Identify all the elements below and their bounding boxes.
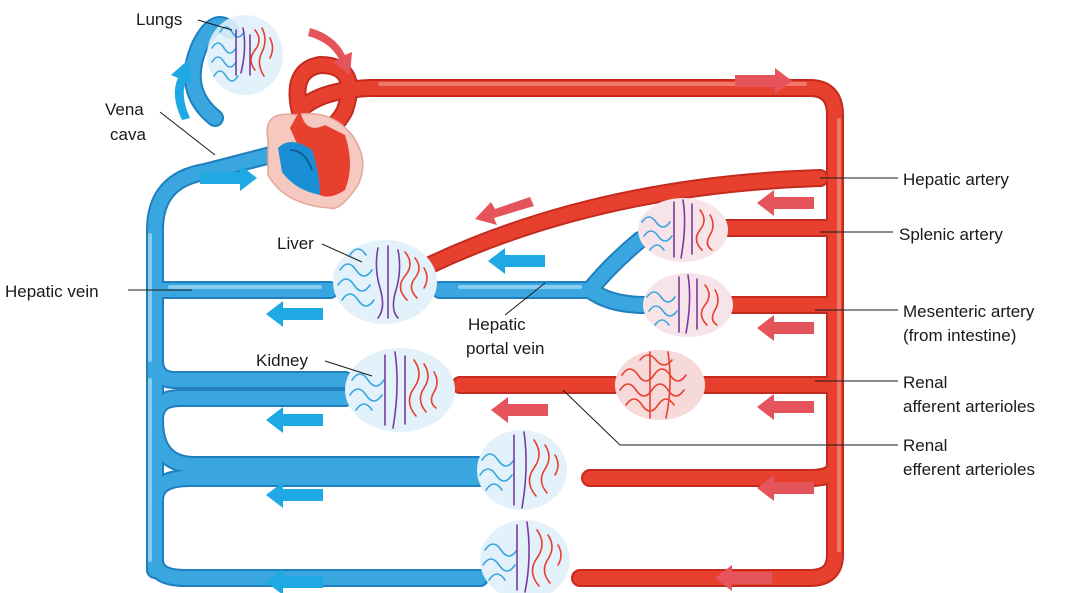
flow-arrow-icon (715, 565, 772, 591)
label-hepatic-artery: Hepatic artery (903, 170, 1009, 189)
label-vena-cava-line2: cava (110, 125, 146, 144)
flow-arrow-icon (266, 407, 323, 433)
intestine-capillary-bed (643, 273, 733, 337)
label-mesenteric-line1: Mesenteric artery (903, 302, 1035, 321)
flow-arrow-icon (488, 248, 545, 274)
capillary-beds (207, 15, 733, 593)
flow-arrow-icon (757, 315, 814, 341)
flow-arrow-icon (266, 301, 323, 327)
label-vena-cava-line1: Vena (105, 100, 144, 119)
flow-arrow-icon (491, 397, 548, 423)
label-renal-aff-line2: afferent arterioles (903, 397, 1035, 416)
liver-capillary-bed (333, 240, 437, 324)
label-renal-eff-line2: efferent arterioles (903, 460, 1035, 479)
label-liver: Liver (277, 234, 314, 253)
label-hepatic-vein: Hepatic vein (5, 282, 99, 301)
kidney-capillary-bed (345, 348, 455, 432)
label-hepatic-portal-line1: Hepatic (468, 315, 526, 334)
tubule-capillary-bed (477, 430, 567, 510)
label-renal-eff-line1: Renal (903, 436, 947, 455)
label-splenic-artery: Splenic artery (899, 225, 1003, 244)
flow-arrow-icon (757, 394, 814, 420)
label-mesenteric-line2: (from intestine) (903, 326, 1016, 345)
label-renal-aff-line1: Renal (903, 373, 947, 392)
body-capillary-bed (480, 520, 570, 593)
flow-arrow-icon (757, 190, 814, 216)
label-kidney: Kidney (256, 351, 308, 370)
lung-capillary-bed (207, 15, 283, 95)
heart-icon (267, 110, 363, 209)
spleen-capillary-bed (638, 198, 728, 262)
label-lungs: Lungs (136, 10, 182, 29)
label-hepatic-portal-line2: portal vein (466, 339, 544, 358)
glomerulus-capillary-bed (615, 350, 705, 420)
